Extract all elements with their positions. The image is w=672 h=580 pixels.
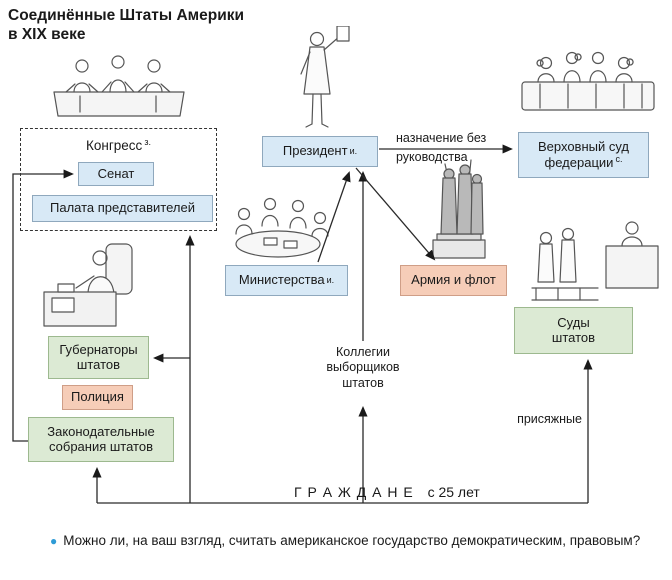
governors-label: Губернаторы штатов (59, 341, 138, 372)
state-court-illustration (528, 204, 662, 304)
page-title-line2: в XIX веке (8, 26, 86, 44)
president-illustration (283, 26, 355, 134)
ministries-illustration (222, 190, 334, 264)
citizens-label: Г Р А Ж Д А Н Е с 25 лет (294, 484, 480, 500)
electors-label-line2: выборщиков (326, 360, 400, 375)
state-courts-box: Суды штатов (514, 307, 633, 354)
bullet-icon: ● (50, 534, 58, 548)
page-title-line1: Соединённые Штаты Америки (8, 7, 245, 24)
electors-label-line1: Коллегии (335, 345, 391, 359)
supreme-court-illustration (518, 46, 658, 114)
page-title: Соединённые Штаты Америки в XIX веке (8, 6, 244, 45)
ministries-footnote-mark: и. (326, 275, 335, 285)
congress-footnote-mark: з. (144, 137, 151, 147)
citizens-word: Г Р А Ж Д А Н Е (294, 484, 414, 500)
electors-label: Коллегии выборщиков штатов (313, 345, 413, 391)
police-box: Полиция (62, 385, 133, 410)
jurors-label: присяжные (517, 412, 582, 426)
house-label: Палата представителей (50, 200, 195, 216)
senate-label: Сенат (97, 165, 135, 181)
president-label: Президент (282, 143, 348, 159)
army-box: Армия и флот (400, 265, 507, 296)
electors-label-line3: штатов (342, 375, 384, 390)
supreme-court-footnote-mark: с. (615, 153, 623, 164)
governors-box: Губернаторы штатов (48, 336, 149, 379)
senate-box: Сенат (78, 162, 154, 186)
president-footnote-mark: и. (349, 146, 358, 156)
governor-illustration (42, 236, 154, 332)
appointment-label-line1: назначение без (396, 131, 487, 145)
appointment-label-line2: руководства (396, 150, 468, 165)
question-text: Можно ли, на ваш взгляд, считать америка… (63, 533, 641, 548)
army-label: Армия и флот (411, 272, 496, 288)
ministries-label: Министерства (238, 272, 325, 288)
appointment-label: назначение без руководства (396, 131, 521, 166)
police-label: Полиция (71, 389, 124, 405)
army-monument-illustration (427, 158, 491, 262)
congress-illustration (50, 50, 188, 120)
state-courts-label: Суды штатов (551, 314, 596, 345)
legislatures-label: Законодательные собрания штатов (47, 423, 155, 454)
house-box: Палата представителей (32, 195, 213, 222)
question-block: ● Можно ли, на ваш взгляд, считать америк… (50, 531, 666, 551)
congress-label-text: Конгресс (86, 138, 143, 153)
arrow-president-to-army (355, 167, 436, 261)
citizens-age: с 25 лет (427, 484, 480, 500)
legislatures-box: Законодательные собрания штатов (28, 417, 174, 462)
